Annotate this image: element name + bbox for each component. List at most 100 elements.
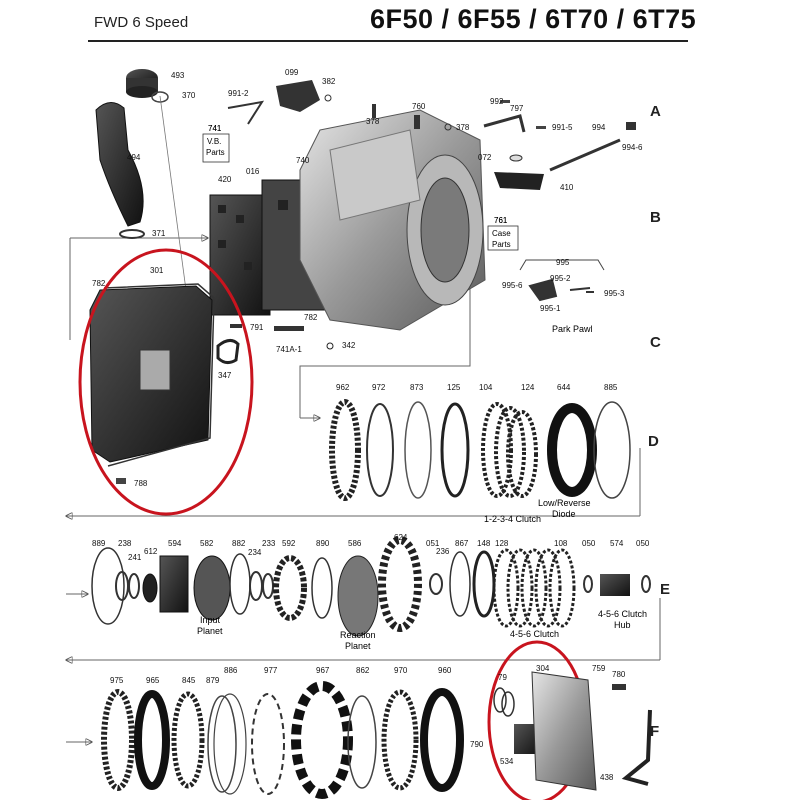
section-letter-b: B xyxy=(650,209,661,226)
part-number-label: 301 xyxy=(150,266,164,275)
washer-378b xyxy=(444,123,452,131)
pin-991-5 xyxy=(536,126,546,129)
pin-991-2 xyxy=(227,100,265,125)
part-number-label: 050 xyxy=(582,539,596,548)
park-lever-992 xyxy=(483,114,526,133)
bolt-378a xyxy=(372,104,376,118)
part-number-label: 960 xyxy=(438,666,452,675)
header-subtitle: FWD 6 Speed xyxy=(94,14,189,31)
part-number-label: 238 xyxy=(118,539,132,548)
case-parts-box: 761 Case Parts xyxy=(487,216,519,251)
part-number-label: 586 xyxy=(348,539,362,548)
part-number-label: 788 xyxy=(134,479,148,488)
caption-low-reverse-1: Low/Reverse xyxy=(538,498,591,508)
transmission-case xyxy=(299,109,486,331)
part-number-label: 885 xyxy=(604,383,618,392)
part-number-label: 882 xyxy=(232,539,246,548)
part-number-label: 371 xyxy=(152,229,166,238)
caption-input-planet-1: Input xyxy=(200,615,221,625)
section-letter-a: A xyxy=(650,103,661,120)
part-number-label: 994-6 xyxy=(622,143,643,152)
part-number-label: 382 xyxy=(322,77,336,86)
row-d-rings xyxy=(329,399,631,501)
flow-lines xyxy=(66,238,661,742)
section-letter-e: E xyxy=(660,581,670,598)
part-number-label: 050 xyxy=(636,539,650,548)
park-pawl-assembly xyxy=(528,278,594,302)
vb-box-line1: 741 xyxy=(208,124,222,133)
magnet-788 xyxy=(116,478,126,484)
part-number-label: 782 xyxy=(92,279,106,288)
part-number-label: 760 xyxy=(412,102,426,111)
part-number-label: 420 xyxy=(218,175,232,184)
pan-gasket-347 xyxy=(216,339,240,365)
caption-low-reverse-2: Diode xyxy=(552,509,576,519)
caption-park-pawl: Park Pawl xyxy=(552,324,593,334)
tube-741a1 xyxy=(274,326,304,331)
caption-reaction-planet-1: Reaction xyxy=(340,630,376,640)
part-number-label: 594 xyxy=(168,539,182,548)
part-number-label: 347 xyxy=(218,371,232,380)
part-number-label: 790 xyxy=(470,740,484,749)
washer-072 xyxy=(509,154,523,162)
o-ring-part xyxy=(119,229,145,239)
part-number-label: 965 xyxy=(146,676,160,685)
row-f-parts xyxy=(101,671,652,799)
vb-box-line3: Parts xyxy=(206,148,225,157)
part-number-label: 534 xyxy=(500,757,514,766)
part-number-label: 991-2 xyxy=(228,89,249,98)
part-number-label: 867 xyxy=(455,539,469,548)
part-number-label: 342 xyxy=(342,341,356,350)
section-letter-c: C xyxy=(650,334,661,351)
actuator-410 xyxy=(494,172,544,190)
part-number-label: 104 xyxy=(479,383,493,392)
part-number-label: 378 xyxy=(366,117,380,126)
caption-clutch-456-hub-2: Hub xyxy=(614,620,631,630)
part-number-label: 890 xyxy=(316,539,330,548)
part-number-label: 991-5 xyxy=(552,123,573,132)
part-number-label: 741 xyxy=(208,124,222,133)
part-number-label: 992 xyxy=(490,97,504,106)
part-number-label: 370 xyxy=(182,91,196,100)
part-number-label: 972 xyxy=(372,383,386,392)
part-number-label: 099 xyxy=(285,68,299,77)
row-e-parts xyxy=(91,536,651,637)
caption-clutch-456: 4-5-6 Clutch xyxy=(510,629,559,639)
part-number-label: 051 xyxy=(426,539,440,548)
part-number-label: 644 xyxy=(557,383,571,392)
part-number-label: 79 xyxy=(498,673,507,682)
part-number-label: 125 xyxy=(447,383,461,392)
part-number-label: 995 xyxy=(556,258,570,267)
part-number-label: 493 xyxy=(171,71,185,80)
highlight-oil-pan xyxy=(78,248,254,516)
section-letter-d: D xyxy=(648,433,659,450)
part-number-label: 124 xyxy=(521,383,535,392)
bolt-760 xyxy=(414,115,420,129)
part-number-label: 862 xyxy=(356,666,370,675)
part-number-label: 410 xyxy=(560,183,574,192)
part-number-label: 975 xyxy=(110,676,124,685)
bracket-995 xyxy=(519,259,605,271)
part-number-label: 761 xyxy=(494,216,508,225)
part-number-label: 234 xyxy=(248,548,262,557)
part-number-label: 759 xyxy=(592,664,606,673)
case-box-line3: Parts xyxy=(492,240,511,249)
case-box-line2: Case xyxy=(492,229,511,238)
part-number-label: 970 xyxy=(394,666,408,675)
part-number-label: 791 xyxy=(250,323,264,332)
oil-pan-part xyxy=(89,283,215,467)
part-number-label: 889 xyxy=(92,539,106,548)
part-number-label: 574 xyxy=(610,539,624,548)
part-number-label: 879 xyxy=(206,676,220,685)
part-number-label: 886 xyxy=(224,666,238,675)
part-number-label: 967 xyxy=(316,666,330,675)
part-number-label: 995-6 xyxy=(502,281,523,290)
part-number-label: 582 xyxy=(200,539,214,548)
header-rule xyxy=(88,40,688,42)
part-number-labels: 493370494371099382991-274137876037899279… xyxy=(92,68,650,782)
part-number-label: 797 xyxy=(510,104,524,113)
part-number-label: 108 xyxy=(554,539,568,548)
part-number-label: 624 xyxy=(394,533,408,542)
part-number-label: 995-1 xyxy=(540,304,561,313)
part-number-label: 236 xyxy=(436,547,450,556)
